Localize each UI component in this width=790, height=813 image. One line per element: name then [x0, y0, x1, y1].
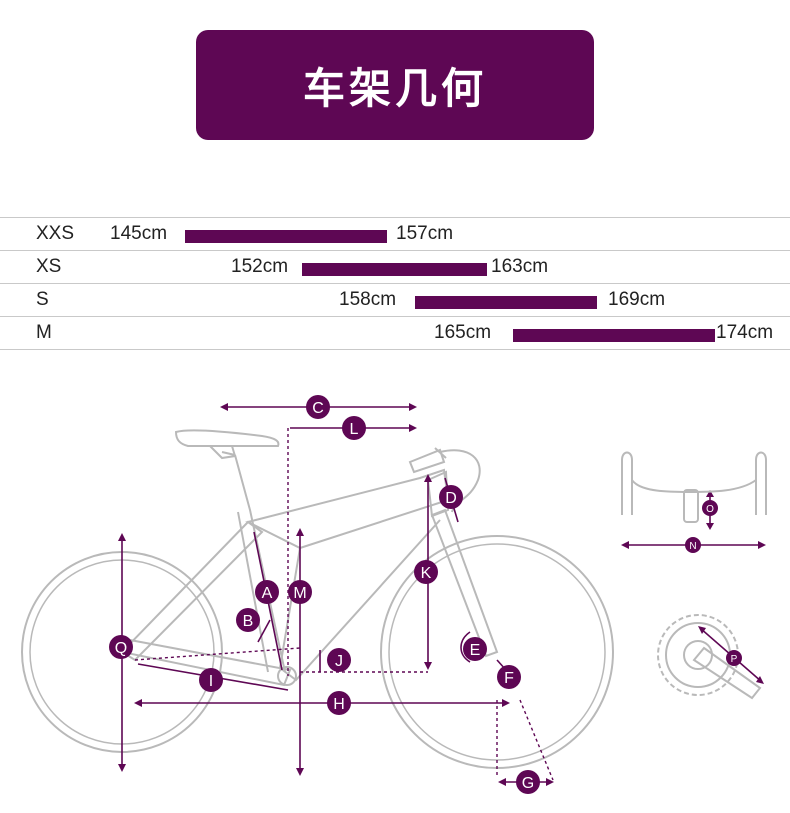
svg-text:M: M — [293, 585, 306, 602]
marker-g: G — [516, 770, 540, 794]
size-label: M — [36, 322, 52, 343]
chain-stay — [121, 639, 292, 687]
crank-arm — [692, 646, 762, 700]
top-tube — [245, 468, 450, 550]
bottom-bracket — [277, 666, 297, 686]
svg-text:H: H — [333, 696, 345, 713]
seat-tube — [234, 454, 286, 673]
handlebar-inset — [621, 451, 767, 523]
size-row-s: S 158cm 169cm — [0, 283, 790, 316]
svg-text:K: K — [421, 565, 432, 582]
bike-outline — [21, 429, 614, 769]
svg-text:O: O — [706, 504, 714, 515]
height-max: 157cm — [396, 223, 454, 244]
svg-text:J: J — [335, 653, 343, 670]
dimension-lines — [121, 406, 764, 783]
size-label: XXS — [36, 223, 75, 244]
page-title: 车架几何 — [302, 63, 487, 113]
title-banner: 车架几何 — [196, 30, 594, 140]
svg-text:P: P — [731, 654, 738, 665]
height-max: 163cm — [491, 256, 549, 277]
marker-q: Q — [109, 635, 133, 659]
svg-text:C: C — [312, 400, 324, 417]
marker-f: F — [497, 665, 521, 689]
height-range-bar — [415, 296, 597, 309]
marker-d: D — [439, 485, 463, 509]
marker-c: C — [306, 395, 330, 419]
bike-geometry-diagram: C L D K A M B Q J E F I H G O N P — [21, 395, 767, 794]
marker-a: A — [255, 580, 279, 604]
svg-text:G: G — [522, 775, 534, 792]
svg-text:I: I — [209, 673, 213, 690]
crankset-inset — [657, 614, 762, 700]
height-min: 158cm — [339, 289, 397, 310]
marker-m: M — [288, 580, 312, 604]
dimension-markers: C L D K A M B Q J E F I H G O N P — [109, 395, 742, 794]
saddle — [174, 429, 280, 447]
seat-stay — [120, 520, 264, 662]
svg-text:A: A — [262, 585, 273, 602]
arrow-heads — [118, 403, 766, 786]
guide-lines — [134, 428, 554, 781]
svg-text:L: L — [350, 421, 359, 438]
svg-text:B: B — [243, 613, 254, 630]
marker-o: O — [702, 500, 718, 516]
size-range-table: XXS 145cm 157cm XS 152cm 163cm S 158cm 1… — [0, 217, 790, 350]
marker-p: P — [726, 650, 742, 666]
stem — [408, 448, 446, 474]
fork — [430, 508, 499, 658]
svg-text:E: E — [470, 642, 481, 659]
size-row-xs: XS 152cm 163cm — [0, 250, 790, 283]
svg-text:D: D — [445, 490, 457, 507]
marker-i: I — [199, 668, 223, 692]
marker-e: E — [463, 637, 487, 661]
height-range-bar — [302, 263, 487, 276]
height-max: 174cm — [716, 322, 774, 343]
svg-text:N: N — [689, 541, 696, 552]
height-range-bar — [185, 230, 387, 243]
marker-l: L — [342, 416, 366, 440]
size-label: XS — [36, 256, 62, 277]
height-range-bar — [513, 329, 715, 342]
size-row-xxs: XXS 145cm 157cm — [0, 217, 790, 250]
size-row-m: M 165cm 174cm — [0, 316, 790, 350]
height-min: 145cm — [110, 223, 168, 244]
marker-k: K — [414, 560, 438, 584]
marker-b: B — [236, 608, 260, 632]
marker-h: H — [327, 691, 351, 715]
height-min: 152cm — [231, 256, 289, 277]
height-min: 165cm — [434, 322, 492, 343]
size-label: S — [36, 289, 49, 310]
svg-text:Q: Q — [115, 640, 127, 657]
svg-text:F: F — [504, 670, 514, 687]
marker-j: J — [327, 648, 351, 672]
height-max: 169cm — [608, 289, 666, 310]
marker-n: N — [685, 537, 701, 553]
